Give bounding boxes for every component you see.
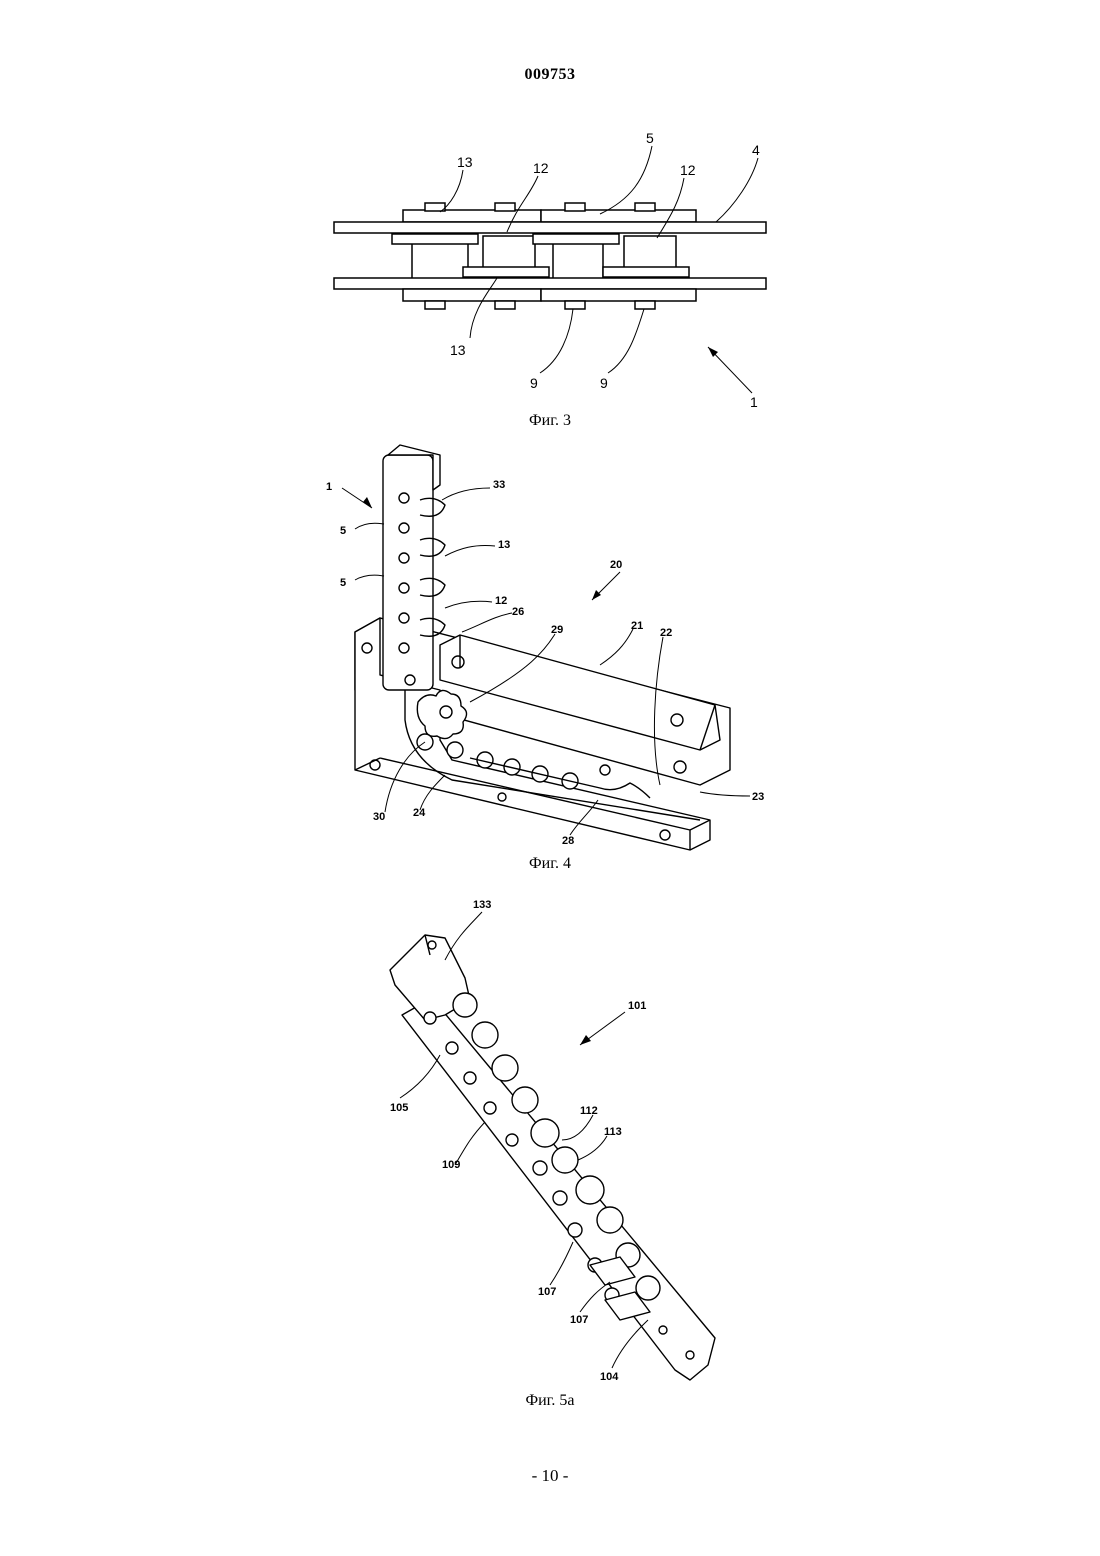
label-12-left: 12 bbox=[533, 160, 549, 176]
figure-3-drawing: 13 12 5 12 4 13 9 9 1 bbox=[0, 0, 1100, 420]
label-9-left: 9 bbox=[530, 375, 538, 391]
label-4: 4 bbox=[752, 142, 760, 158]
label-12-right: 12 bbox=[680, 162, 696, 178]
figure-5a-drawing: 133 101 105 109 112 113 107 107 104 bbox=[0, 890, 1100, 1410]
label-104: 104 bbox=[600, 1371, 619, 1383]
label-29: 29 bbox=[551, 624, 563, 636]
label-33: 33 bbox=[493, 479, 505, 491]
label-20: 20 bbox=[610, 559, 622, 571]
figure-5a-caption: Фиг. 5а bbox=[0, 1392, 1100, 1410]
label-133: 133 bbox=[473, 899, 491, 911]
label-107-lower: 107 bbox=[570, 1314, 588, 1326]
label-112: 112 bbox=[580, 1105, 598, 1117]
label-22: 22 bbox=[660, 627, 672, 639]
label-5: 5 bbox=[646, 130, 654, 146]
label-1: 1 bbox=[750, 394, 758, 410]
page-number: - 10 - bbox=[0, 1466, 1100, 1486]
label-5-lower: 5 bbox=[340, 577, 346, 589]
label-24: 24 bbox=[413, 807, 426, 819]
label-13-top: 13 bbox=[457, 154, 473, 170]
figure-4-caption: Фиг. 4 bbox=[0, 855, 1100, 873]
label-5-upper: 5 bbox=[340, 525, 346, 537]
label-101: 101 bbox=[628, 1000, 646, 1012]
figure-4-drawing: 1 5 5 33 13 12 26 29 21 22 20 23 30 24 2… bbox=[0, 440, 1100, 880]
label-105: 105 bbox=[390, 1102, 408, 1114]
figure-3-caption: Фиг. 3 bbox=[0, 412, 1100, 430]
label-26: 26 bbox=[512, 606, 524, 618]
label-113: 113 bbox=[604, 1126, 622, 1138]
label-13: 13 bbox=[498, 539, 510, 551]
label-109: 109 bbox=[442, 1159, 460, 1171]
label-13-bottom: 13 bbox=[450, 342, 466, 358]
label-12: 12 bbox=[495, 595, 507, 607]
label-30: 30 bbox=[373, 811, 385, 823]
label-23: 23 bbox=[752, 791, 764, 803]
label-9-right: 9 bbox=[600, 375, 608, 391]
label-21: 21 bbox=[631, 620, 643, 632]
label-1: 1 bbox=[326, 481, 332, 493]
label-107-upper: 107 bbox=[538, 1286, 556, 1298]
label-28: 28 bbox=[562, 835, 574, 847]
